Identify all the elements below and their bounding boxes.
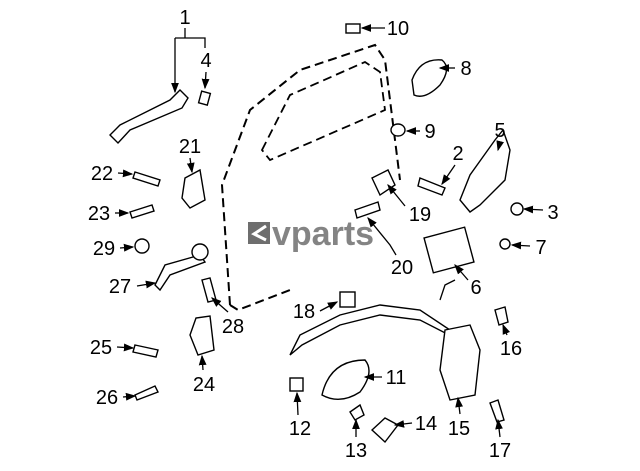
callout-16: 16 [500, 338, 522, 360]
callout-11: 11 [386, 367, 407, 389]
callout-17: 17 [489, 440, 511, 462]
screw-13 [349, 403, 365, 421]
callout-25: 25 [90, 337, 112, 359]
callout-5: 5 [494, 120, 505, 142]
bolt-25 [132, 344, 159, 358]
clip-12 [289, 377, 304, 392]
nut-29 [134, 238, 150, 254]
leader-lines [115, 24, 544, 438]
cover-14 [370, 417, 400, 444]
clip-18 [339, 291, 356, 308]
callout-23: 23 [88, 203, 110, 225]
bolt-26 [134, 385, 159, 401]
callout-21: 21 [179, 136, 201, 158]
callout-14: 14 [415, 413, 437, 435]
callout-28: 28 [222, 316, 244, 338]
screw-16 [494, 306, 509, 326]
bracket-5 [459, 128, 511, 213]
callout-7: 7 [535, 237, 546, 259]
vparts-watermark: vparts [248, 215, 374, 253]
callout-24: 24 [193, 374, 215, 396]
cover-8 [411, 59, 448, 97]
callout-27: 27 [109, 276, 131, 298]
callout-18: 18 [293, 301, 315, 323]
nut-3 [510, 202, 524, 216]
pad-6 [423, 226, 475, 274]
door-outline [220, 43, 401, 306]
clip-7 [499, 238, 511, 250]
latch-15 [439, 324, 481, 401]
inside-handle-11 [321, 359, 370, 400]
window-frame-outline [260, 60, 386, 162]
plug-9 [390, 123, 406, 137]
screw-17 [489, 399, 505, 423]
bolt-23 [129, 204, 155, 219]
vparts-logo-icon [248, 222, 270, 244]
callout-13: 13 [345, 440, 367, 462]
outside-handle [109, 89, 189, 145]
callout-26: 26 [96, 387, 118, 409]
callout-8: 8 [460, 58, 471, 80]
screw-20 [354, 201, 381, 219]
bolt-22 [132, 171, 161, 187]
callout-15: 15 [448, 418, 470, 440]
callout-6: 6 [470, 277, 481, 299]
callout-29: 29 [93, 238, 115, 260]
bolt-28 [201, 277, 217, 303]
callout-12: 12 [289, 418, 311, 440]
callout-labels: 1 2 3 4 5 6 7 8 9 10 11 12 13 14 15 16 1… [88, 7, 559, 462]
clip-10 [345, 23, 361, 34]
callout-20: 20 [391, 257, 413, 279]
check-strap-end [191, 243, 209, 261]
handle-cap [197, 90, 212, 106]
callout-3: 3 [547, 202, 558, 224]
callout-4: 4 [200, 50, 211, 72]
callout-10: 10 [387, 18, 409, 40]
striker-19 [371, 169, 396, 197]
callout-1: 1 [179, 7, 190, 29]
callout-2: 2 [452, 143, 463, 165]
hinge-21 [181, 168, 206, 209]
bolt-2 [417, 177, 446, 196]
callout-19: 19 [409, 204, 431, 226]
hinge-24 [189, 315, 215, 356]
callout-22: 22 [91, 163, 113, 185]
callout-9: 9 [424, 121, 435, 143]
watermark-text: vparts [272, 215, 374, 253]
check-strap-27 [154, 254, 207, 292]
